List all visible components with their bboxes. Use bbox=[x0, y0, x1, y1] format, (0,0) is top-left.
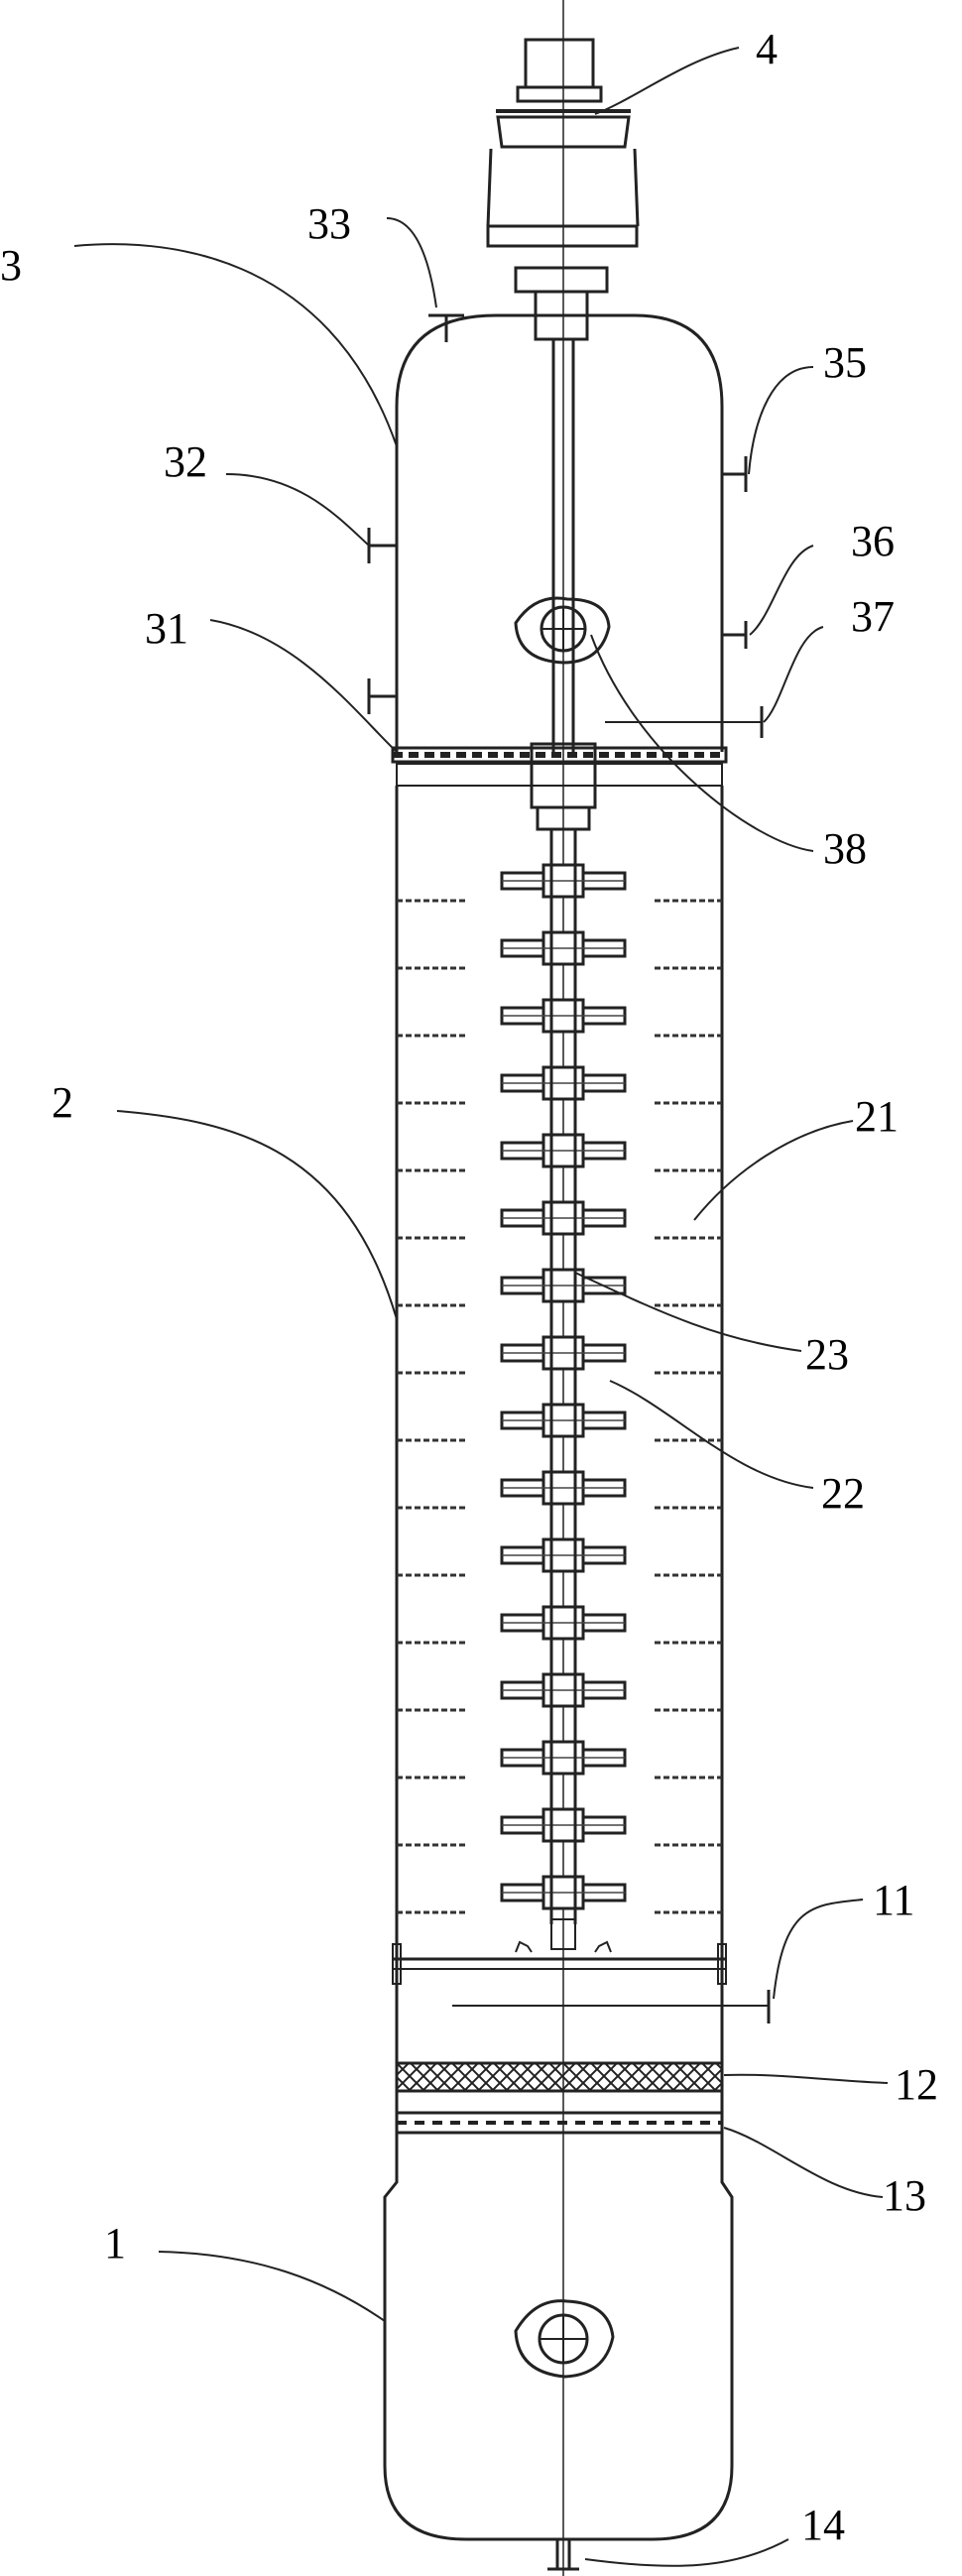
label-38: 38 bbox=[823, 824, 867, 873]
paddle bbox=[500, 1403, 627, 1438]
label-21: 21 bbox=[855, 1092, 899, 1141]
motor-drive bbox=[486, 38, 640, 341]
label-3: 3 bbox=[0, 241, 22, 290]
paddle bbox=[500, 1740, 627, 1776]
leader-lines bbox=[73, 47, 889, 2567]
upper-shaft bbox=[551, 339, 575, 754]
paddle bbox=[500, 1605, 627, 1641]
paddle bbox=[500, 1672, 627, 1708]
label-11: 11 bbox=[873, 1876, 914, 1924]
paddle bbox=[500, 1875, 627, 1910]
label-37: 37 bbox=[851, 592, 895, 641]
bottom-vessel bbox=[383, 2133, 734, 2541]
lower-flange bbox=[392, 1940, 727, 1985]
upper-vessel bbox=[395, 313, 724, 752]
agitator-shaft bbox=[549, 829, 577, 1950]
label-23: 23 bbox=[805, 1330, 849, 1379]
bottom-sight-glass bbox=[514, 2299, 615, 2379]
paddle bbox=[500, 1268, 627, 1303]
paddle bbox=[500, 998, 627, 1034]
support-plate-13 bbox=[395, 2111, 724, 2135]
paddle bbox=[500, 1807, 627, 1843]
paddle bbox=[500, 1133, 627, 1168]
paddle bbox=[500, 1200, 627, 1236]
paddle bbox=[500, 1470, 627, 1506]
label-4: 4 bbox=[756, 25, 778, 73]
paddle bbox=[500, 1065, 627, 1101]
label-2: 2 bbox=[52, 1078, 73, 1127]
paddle bbox=[500, 1537, 627, 1573]
label-1: 1 bbox=[104, 2219, 126, 2268]
bottom-outlet-14 bbox=[547, 2539, 579, 2571]
upper-sight-glass bbox=[514, 596, 611, 665]
label-32: 32 bbox=[164, 437, 207, 486]
flange-distributor bbox=[391, 742, 728, 831]
label-13: 13 bbox=[883, 2171, 926, 2220]
middle-vessel bbox=[395, 786, 724, 2182]
inlet-pipe-11 bbox=[452, 1990, 771, 2024]
label-22: 22 bbox=[821, 1469, 865, 1518]
upper-nozzles bbox=[367, 313, 764, 738]
label-36: 36 bbox=[851, 517, 895, 565]
packing-mesh-12 bbox=[395, 2061, 724, 2093]
label-35: 35 bbox=[823, 338, 867, 387]
paddle bbox=[500, 863, 627, 899]
label-14: 14 bbox=[801, 2501, 845, 2549]
paddle bbox=[500, 1335, 627, 1371]
label-12: 12 bbox=[895, 2060, 938, 2109]
paddle bbox=[500, 930, 627, 966]
label-33: 33 bbox=[307, 199, 351, 248]
label-31: 31 bbox=[145, 604, 188, 653]
baffle-group bbox=[397, 899, 722, 1914]
